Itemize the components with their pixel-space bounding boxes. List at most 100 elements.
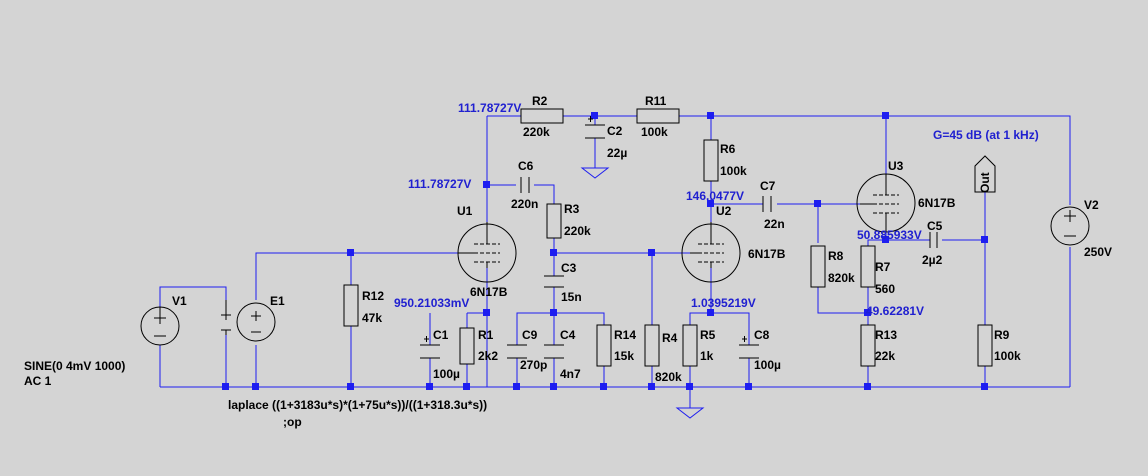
r2-resistor[interactable] <box>520 108 564 124</box>
r12-value: 47k <box>362 311 382 325</box>
r5-ref: R5 <box>700 328 716 342</box>
u3-triode[interactable] <box>856 173 916 233</box>
c2-value: 22µ <box>607 146 627 160</box>
v1-ref: V1 <box>172 294 187 308</box>
u3-cathode-voltage: 50.885933V <box>857 228 922 242</box>
c5-capacitor[interactable] <box>929 232 938 248</box>
u3-model: 6N17B <box>918 196 956 210</box>
r1-ref: R1 <box>478 328 494 342</box>
r11-resistor[interactable] <box>636 108 680 124</box>
r14-ref: R14 <box>614 328 636 342</box>
r13-ref: R13 <box>875 328 897 342</box>
r13-value: 22k <box>875 349 895 363</box>
u2-cathode-voltage: 1.0395219V <box>691 296 756 310</box>
c9-capacitor[interactable] <box>507 344 527 359</box>
u1-ref: U1 <box>457 204 473 218</box>
u1-model: 6N17B <box>470 285 508 299</box>
c2-capacitor[interactable] <box>585 116 605 139</box>
r13-resistor[interactable] <box>860 324 876 367</box>
r14-value: 15k <box>614 349 634 363</box>
v1-spec-ac: AC 1 <box>24 374 52 388</box>
r1-resistor[interactable] <box>459 327 475 365</box>
op-directive: ;op <box>283 415 302 429</box>
c1-value: 100µ <box>433 367 460 381</box>
v1-spec-sine: SINE(0 4mV 1000) <box>24 359 125 373</box>
c8-ref: C8 <box>754 328 770 342</box>
u2-triode[interactable] <box>681 222 741 283</box>
c8-capacitor[interactable] <box>739 336 759 359</box>
u2-anode-voltage: 146.0477V <box>686 189 744 203</box>
r7-value: 560 <box>875 282 895 296</box>
c8-value: 100µ <box>754 358 781 372</box>
c7-capacitor[interactable] <box>762 196 772 212</box>
v2-value: 250V <box>1084 245 1112 259</box>
r8-value: 820k <box>828 271 855 285</box>
c6-value: 220n <box>511 197 538 211</box>
c4-capacitor[interactable] <box>544 344 564 359</box>
v1-voltage-source[interactable] <box>140 306 180 346</box>
r2-ref: R2 <box>532 94 548 108</box>
u1-anode-voltage: 111.78727V <box>408 177 471 191</box>
r3-resistor[interactable] <box>546 203 562 239</box>
c1-capacitor[interactable] <box>420 336 440 359</box>
c7-value: 22n <box>764 217 785 231</box>
u3-ref: U3 <box>888 159 904 173</box>
e1-expression: laplace ((1+3183u*s)*(1+75u*s))/((1+318.… <box>228 398 487 412</box>
r4-resistor[interactable] <box>644 324 660 367</box>
r4-value: 820k <box>655 370 682 384</box>
u1-triode[interactable] <box>457 222 517 283</box>
r4-ref: R4 <box>662 331 678 345</box>
r9-value: 100k <box>994 349 1021 363</box>
u3-divider-voltage: 49.62281V <box>866 304 924 318</box>
r3-value: 220k <box>564 224 591 238</box>
c4-value: 4n7 <box>560 367 581 381</box>
r5-resistor[interactable] <box>682 324 698 367</box>
c3-ref: C3 <box>561 261 577 275</box>
e1-controlled-source[interactable] <box>221 300 276 342</box>
r11-ref: R11 <box>645 94 667 108</box>
r1-value: 2k2 <box>478 349 498 363</box>
r9-ref: R9 <box>994 328 1010 342</box>
c6-capacitor[interactable] <box>520 177 530 193</box>
r7-resistor[interactable] <box>860 245 876 288</box>
gain-annotation: G=45 dB (at 1 kHz) <box>933 128 1039 142</box>
c3-capacitor[interactable] <box>544 275 564 288</box>
c6-ref: C6 <box>518 159 534 173</box>
r6-value: 100k <box>720 164 747 178</box>
r12-resistor[interactable] <box>343 284 359 327</box>
c9-ref: C9 <box>522 328 538 342</box>
r6-ref: R6 <box>720 142 736 156</box>
r3-ref: R3 <box>564 202 580 216</box>
c5-value: 2µ2 <box>922 253 943 267</box>
c5-ref: C5 <box>927 219 943 233</box>
e1-ref: E1 <box>270 294 285 308</box>
node-voltages: 111.78727V 111.78727V 950.21033mV 146.04… <box>394 101 1039 318</box>
r2-value: 220k <box>523 125 550 139</box>
u2-ref: U2 <box>716 204 732 218</box>
c9-value: 270p <box>520 358 547 372</box>
r7-ref: R7 <box>875 260 891 274</box>
v2-voltage-source[interactable] <box>1050 206 1090 246</box>
r11-value: 100k <box>641 125 668 139</box>
r9-resistor[interactable] <box>977 324 993 367</box>
r12-ref: R12 <box>362 289 384 303</box>
c4-ref: C4 <box>560 328 576 342</box>
c2-ref: C2 <box>607 124 623 138</box>
out-port[interactable]: Out <box>974 155 996 193</box>
r5-value: 1k <box>700 349 714 363</box>
r8-ref: R8 <box>828 249 844 263</box>
r14-resistor[interactable] <box>596 324 612 367</box>
c3-value: 15n <box>561 290 582 304</box>
wires <box>159 115 1071 419</box>
r8-resistor[interactable] <box>810 245 826 288</box>
b-plus-voltage: 111.78727V <box>458 101 521 115</box>
out-port-label: Out <box>978 172 992 193</box>
r6-resistor[interactable] <box>703 139 719 182</box>
u2-model: 6N17B <box>748 247 786 261</box>
u1-cathode-voltage: 950.21033mV <box>394 296 469 310</box>
junctions <box>222 112 988 390</box>
c7-ref: C7 <box>760 179 776 193</box>
c1-ref: C1 <box>433 328 449 342</box>
v2-ref: V2 <box>1084 198 1099 212</box>
